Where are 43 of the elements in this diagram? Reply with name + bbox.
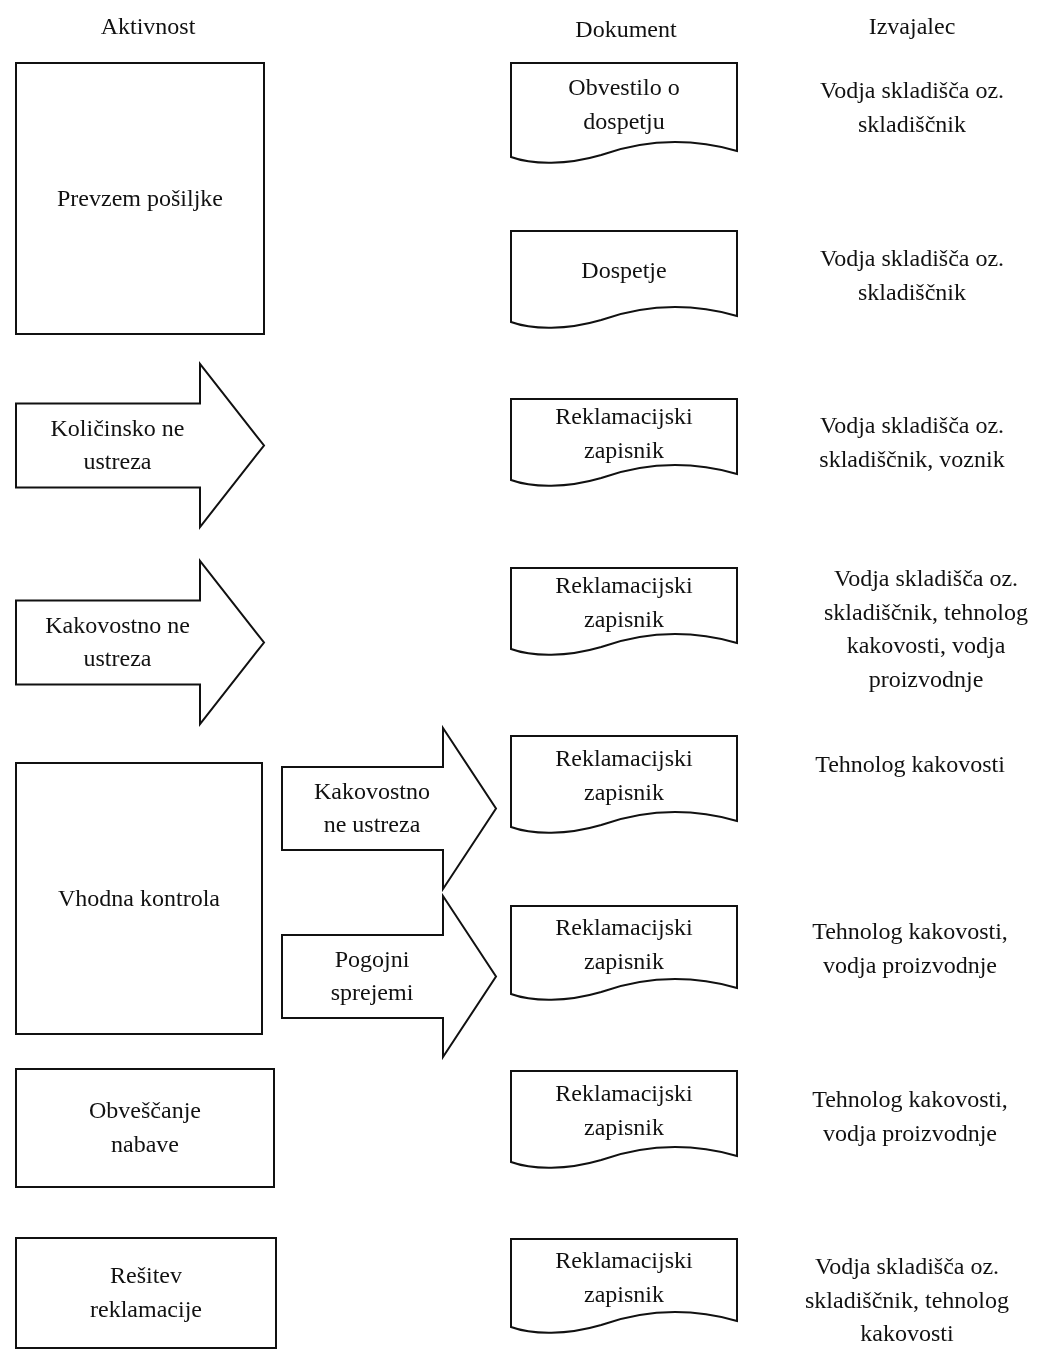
document-shape — [510, 398, 738, 488]
document-shape — [510, 1070, 738, 1170]
activity-label: Količinsko ne ustreza — [49, 413, 186, 477]
document-shape — [510, 62, 738, 165]
activity-label: Kakovostno ne ustreza — [44, 610, 191, 674]
activity-label: Pogojni sprejemi — [329, 944, 415, 1008]
document-shape — [510, 567, 738, 657]
activity-box — [15, 1068, 275, 1188]
document-title: Reklamacijski zapisnik — [554, 912, 694, 976]
pointer-shaped-box — [15, 363, 265, 528]
activity-label: Obveščanje nabave — [88, 1096, 202, 1159]
performer-text: Tehnolog kakovosti, vodja proizvodnje — [811, 1085, 1009, 1148]
column-header: Izvajalec — [867, 12, 957, 41]
performer-text: Vodja skladišča oz. skladiščnik, voznik — [818, 411, 1006, 474]
activity-label: Kakovostno ne ustreza — [313, 776, 431, 840]
activity-box — [15, 62, 265, 335]
document-title: Reklamacijski zapisnik — [554, 1079, 694, 1142]
activity-label: Rešitev reklamacije — [89, 1261, 203, 1324]
document-shape — [510, 735, 738, 835]
pointer-shaped-box — [281, 895, 497, 1058]
document-title: Reklamacijski zapisnik — [554, 571, 694, 634]
document-title: Reklamacijski zapisnik — [554, 744, 694, 807]
pointer-shaped-box — [15, 560, 265, 725]
activity-box — [15, 1237, 277, 1349]
pointer-shaped-box — [281, 727, 497, 890]
activity-label: Prevzem pošiljke — [57, 183, 223, 213]
document-shape — [510, 230, 738, 330]
column-header: Aktivnost — [99, 12, 197, 41]
document-title: Dospetje — [581, 256, 667, 286]
activity-label: Vhodna kontrola — [58, 883, 220, 913]
column-header: Dokument — [574, 15, 678, 44]
document-title: Reklamacijski zapisnik — [554, 1245, 694, 1309]
performer-text: Vodja skladišča oz. skladiščnik — [818, 244, 1006, 307]
document-shape — [510, 1238, 738, 1335]
performer-text: Vodja skladišča oz. skladiščnik, tehnolog kakovosti, vodja proizvodnje — [823, 564, 1029, 694]
document-title: Reklamacijski zapisnik — [554, 402, 694, 465]
activity-box — [15, 762, 263, 1035]
document-title: Obvestilo o dospetju — [567, 72, 681, 136]
document-shape — [510, 905, 738, 1002]
performer-text: Vodja skladišča oz. skladiščnik — [818, 76, 1006, 139]
performer-text: Tehnolog kakovosti — [814, 750, 1006, 779]
performer-text: Vodja skladišča oz. skladiščnik, tehnolog kakovosti — [804, 1252, 1010, 1349]
performer-text: Tehnolog kakovosti, vodja proizvodnje — [811, 917, 1009, 980]
